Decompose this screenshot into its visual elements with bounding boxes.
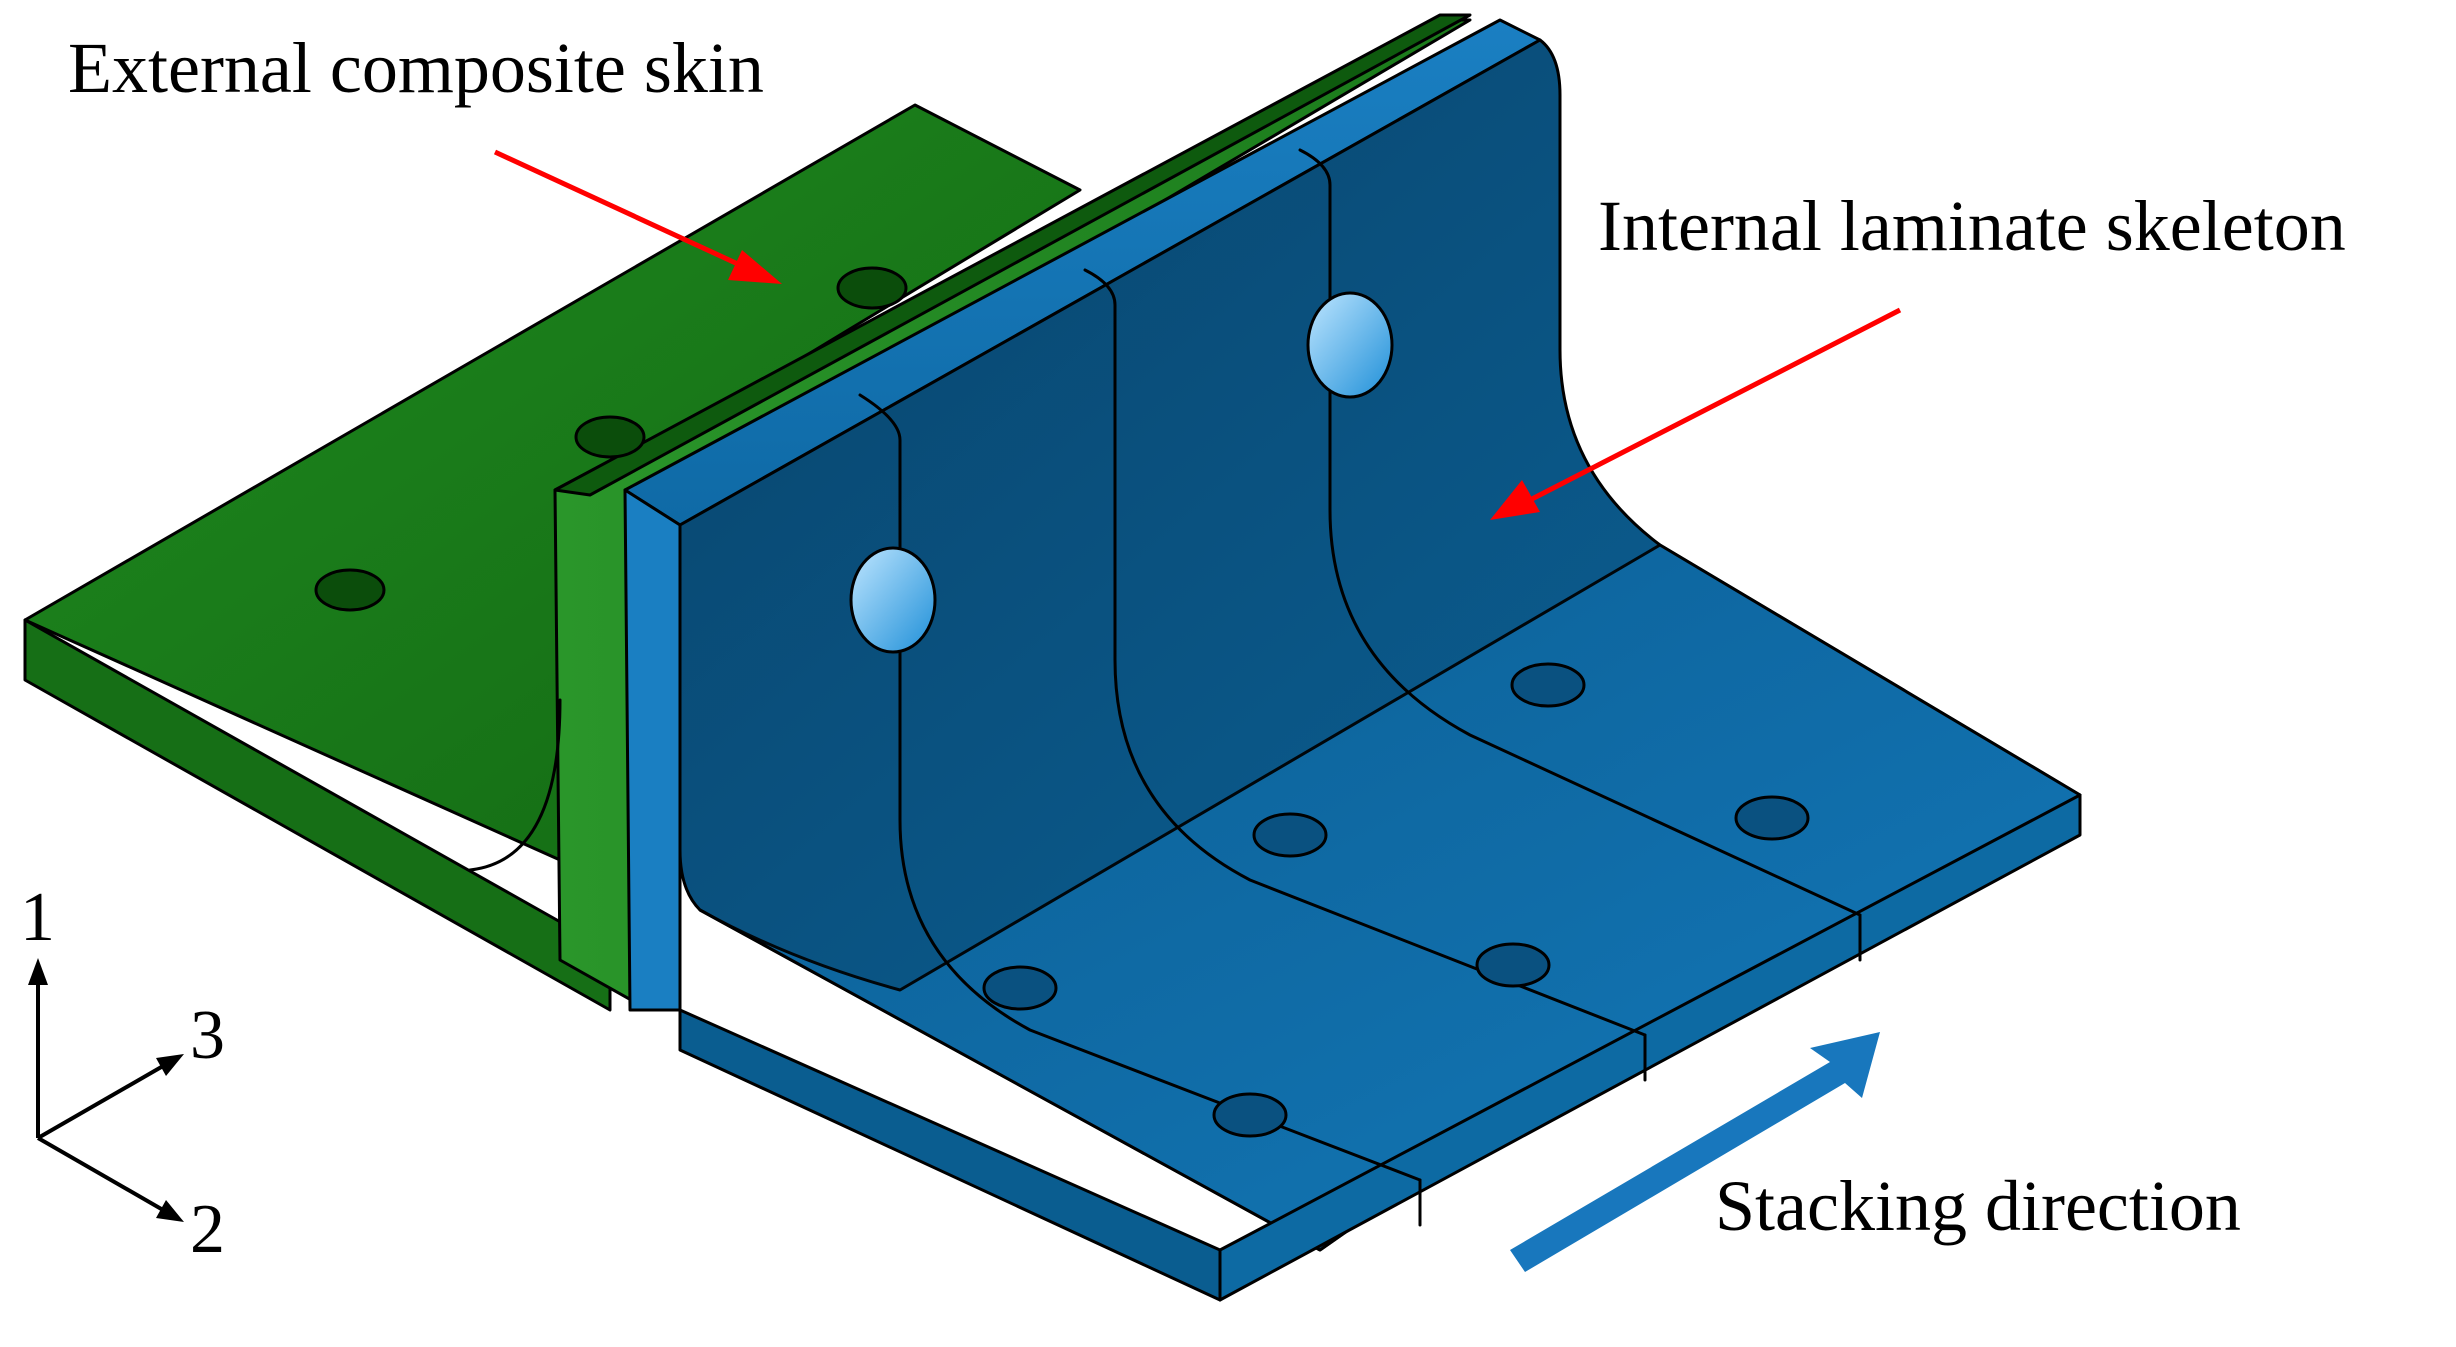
skeleton-floor-end — [678, 1008, 1222, 1302]
skin-flange-edge — [23, 618, 612, 1012]
coordinate-axes: 1 3 2 — [20, 879, 225, 1268]
skeleton-side-face — [623, 488, 682, 1012]
axis-3-arrowhead — [156, 1054, 184, 1076]
skin-flange-top — [23, 103, 1082, 862]
external-skin-label: External composite skin — [68, 28, 764, 108]
skin-top-strip — [553, 13, 1472, 497]
pointer-arrow-skin — [493, 149, 782, 284]
skeleton-wall-hole — [1306, 291, 1394, 399]
external-skin-part — [23, 13, 1472, 1012]
axis-1-arrowhead — [28, 958, 48, 985]
internal-skeleton-part — [623, 18, 2082, 1302]
skeleton-floor — [698, 543, 2082, 1252]
skeleton-floor-hole — [1252, 812, 1328, 858]
stacking-direction-label: Stacking direction — [1715, 1166, 2241, 1246]
skin-hole — [574, 415, 646, 459]
axis-1-label: 1 — [20, 879, 55, 956]
axis-2-label: 2 — [190, 1191, 225, 1268]
skeleton-floor-hole — [1475, 942, 1551, 988]
axis-3-label: 3 — [190, 997, 225, 1074]
skeleton-wall-hole — [849, 546, 937, 654]
skeleton-floor-hole — [982, 965, 1058, 1011]
internal-skeleton-label: Internal laminate skeleton — [1598, 186, 2346, 266]
axis-2-arrowhead — [156, 1200, 184, 1222]
stacking-direction-arrow — [1510, 1032, 1880, 1272]
pointer-arrow-skeleton — [1490, 307, 1902, 520]
skin-hole — [314, 568, 386, 612]
skeleton-floor-hole — [1510, 662, 1586, 708]
skeleton-floor-hole — [1734, 795, 1810, 841]
skin-hole — [836, 266, 908, 310]
skeleton-floor-hole — [1212, 1092, 1288, 1138]
